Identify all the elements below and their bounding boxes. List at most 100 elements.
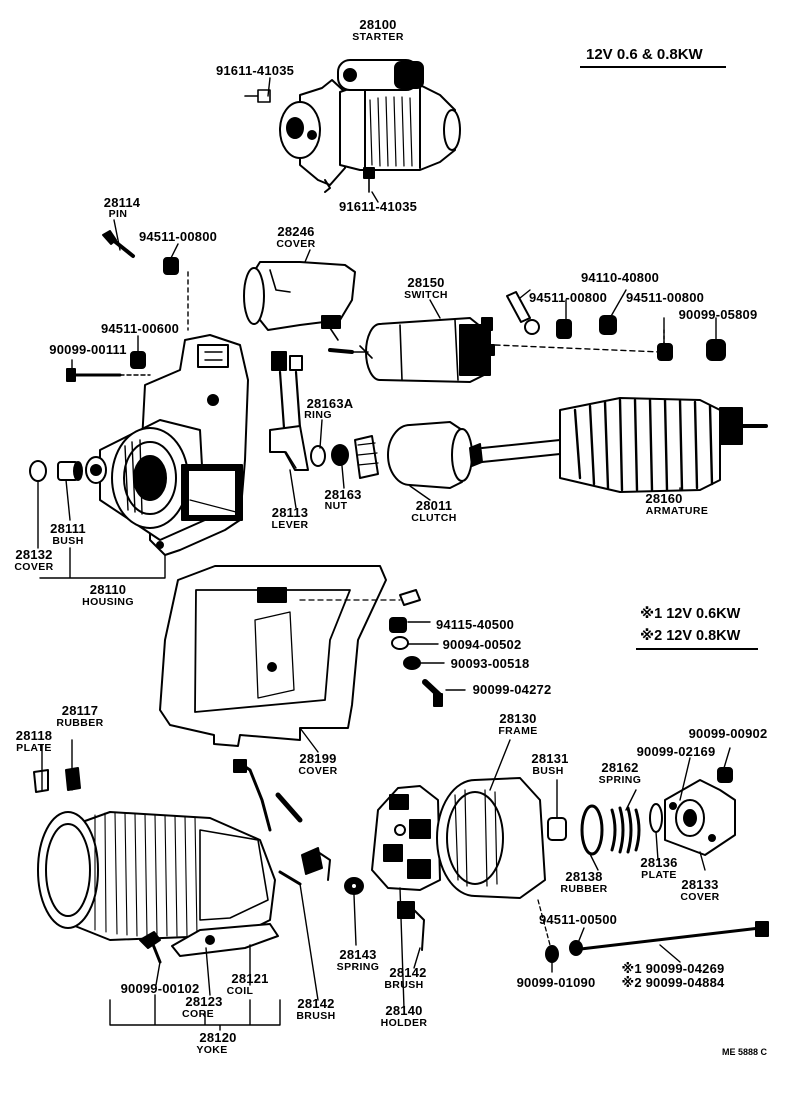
part-name-nut: NUT <box>324 500 348 512</box>
plate-28136-illustration <box>649 803 663 833</box>
part-number-28131: 28131 <box>531 751 569 766</box>
part-number-94511-00600: 94511-00600 <box>100 321 180 336</box>
part-name-cover-28246: COVER <box>276 238 316 250</box>
part-number-90099-00902: 90099-00902 <box>688 726 768 741</box>
part-number-94511-00500: 94511-00500 <box>538 912 618 927</box>
part-number-91611-41035-bottom: 91611-41035 <box>338 199 418 214</box>
part-name-cover-28132: COVER <box>14 561 54 573</box>
part-number-90099-04269: ※1 90099-04269 <box>621 961 725 976</box>
part-name-bush-28131: BUSH <box>532 765 564 777</box>
part-number-90094-00502: 90094-00502 <box>442 637 522 652</box>
part-name-frame: FRAME <box>498 725 538 737</box>
clutch-28011-illustration <box>354 421 483 489</box>
part-number-28133: 28133 <box>681 877 719 892</box>
through-bolt-illustration <box>545 921 769 963</box>
part-number-94511-00800-a: 94511-00800 <box>138 229 218 244</box>
part-number-28246: 28246 <box>277 224 315 239</box>
plate-28118-illustration <box>33 769 49 793</box>
part-number-94110-40800: 94110-40800 <box>580 270 660 285</box>
part-number-28138: 28138 <box>565 869 603 884</box>
screw-90099-00102-illustration <box>139 931 162 964</box>
part-number-28118: 28118 <box>15 728 53 743</box>
spring-28143-illustration <box>344 877 364 895</box>
part-name-lever: LEVER <box>271 519 309 531</box>
part-number-28121: 28121 <box>231 971 269 986</box>
part-number-28142-b: 28142 <box>297 996 335 1011</box>
part-number-90099-02169: 90099-02169 <box>636 744 716 759</box>
nut-28163-illustration <box>331 444 349 466</box>
part-name-cover-28199: COVER <box>298 765 338 777</box>
part-number-28199: 28199 <box>299 751 337 766</box>
part-number-28100: 28100 <box>359 17 397 32</box>
part-name-coil: COIL <box>226 985 254 997</box>
legend-item-1: ※1 12V 0.6KW <box>640 606 741 622</box>
leader-lines <box>37 77 731 1031</box>
part-number-28163A: 28163A <box>306 396 354 411</box>
part-name-plate-28118: PLATE <box>16 742 52 754</box>
pin-28114-illustration <box>66 230 189 382</box>
voltage-spec-label: 12V 0.6 & 0.8KW <box>586 46 703 63</box>
cover-fasteners-illustration <box>389 617 443 707</box>
part-number-28120: 28120 <box>199 1030 237 1045</box>
bush-28111-illustration <box>57 461 83 481</box>
part-number-28140: 28140 <box>385 1003 423 1018</box>
drive-housing-28110-illustration <box>85 334 249 556</box>
lever-28113-illustration <box>269 351 309 471</box>
part-number-28136: 28136 <box>640 855 678 870</box>
part-number-91611-41035-top: 91611-41035 <box>215 63 295 78</box>
part-number-28110: 28110 <box>89 582 127 597</box>
part-number-28123: 28123 <box>185 994 223 1009</box>
part-name-armature: ARMATURE <box>645 505 709 517</box>
cover-28133-illustration <box>664 767 736 856</box>
brush-holder-28140-illustration <box>371 785 441 891</box>
legend-underline <box>636 648 758 650</box>
part-number-28132: 28132 <box>15 547 53 562</box>
part-name-yoke: YOKE <box>196 1044 228 1056</box>
part-number-90099-04884: ※2 90099-04884 <box>621 975 725 990</box>
part-name-starter: STARTER <box>352 31 404 43</box>
cover-28199-illustration <box>159 565 421 747</box>
armature-28160-illustration <box>481 397 768 493</box>
yoke-28120-illustration <box>37 759 303 941</box>
rubber-28117-illustration <box>65 767 81 791</box>
part-number-90099-01090: 90099-01090 <box>516 975 596 990</box>
part-number-28162: 28162 <box>601 760 639 775</box>
rubber-28138-illustration <box>580 804 604 856</box>
part-number-28130: 28130 <box>499 711 537 726</box>
part-number-28150: 28150 <box>407 275 445 290</box>
part-number-28113: 28113 <box>271 505 309 520</box>
part-name-housing: HOUSING <box>82 596 134 608</box>
part-name-core: CORE <box>182 1008 214 1020</box>
part-number-94511-00800-c: 94511-00800 <box>625 290 705 305</box>
part-name-rubber-28138: RUBBER <box>560 883 608 895</box>
part-name-bush-28111: BUSH <box>52 535 84 547</box>
frame-28130-illustration <box>436 777 567 946</box>
part-number-94511-00800-b: 94511-00800 <box>528 290 608 305</box>
starter-assembly-illustration <box>244 59 461 193</box>
part-name-spring-28143: SPRING <box>336 961 380 973</box>
brush-28142-illustration <box>301 847 425 951</box>
ring-28163A-illustration <box>310 445 326 467</box>
part-name-brush-b: BRUSH <box>296 1010 336 1022</box>
part-number-28142-a: 28142 <box>389 965 427 980</box>
core-28123-illustration <box>171 923 279 957</box>
part-name-pin: PIN <box>108 208 128 220</box>
part-name-brush-a: BRUSH <box>384 979 424 991</box>
switch-cover-28246-illustration <box>243 261 356 341</box>
part-name-switch: SWITCH <box>404 289 448 301</box>
part-name-cover-28133: COVER <box>680 891 720 903</box>
part-name-plate-28136: PLATE <box>641 869 677 881</box>
part-number-90093-00518: 90093-00518 <box>450 656 530 671</box>
part-number-90099-00111: 90099-00111 <box>49 342 127 357</box>
cover-28132-illustration <box>29 460 47 482</box>
part-number-90099-05809: 90099-05809 <box>678 307 758 322</box>
part-number-28111: 28111 <box>50 521 86 536</box>
part-name-spring-28162: SPRING <box>598 774 642 786</box>
part-number-28114: 28114 <box>103 195 141 210</box>
part-name-rubber-28117: RUBBER <box>56 717 104 729</box>
part-number-94115-40500: 94115-40500 <box>435 617 515 632</box>
switch-28150-illustration <box>328 317 661 383</box>
part-number-90099-00102: 90099-00102 <box>120 981 200 996</box>
